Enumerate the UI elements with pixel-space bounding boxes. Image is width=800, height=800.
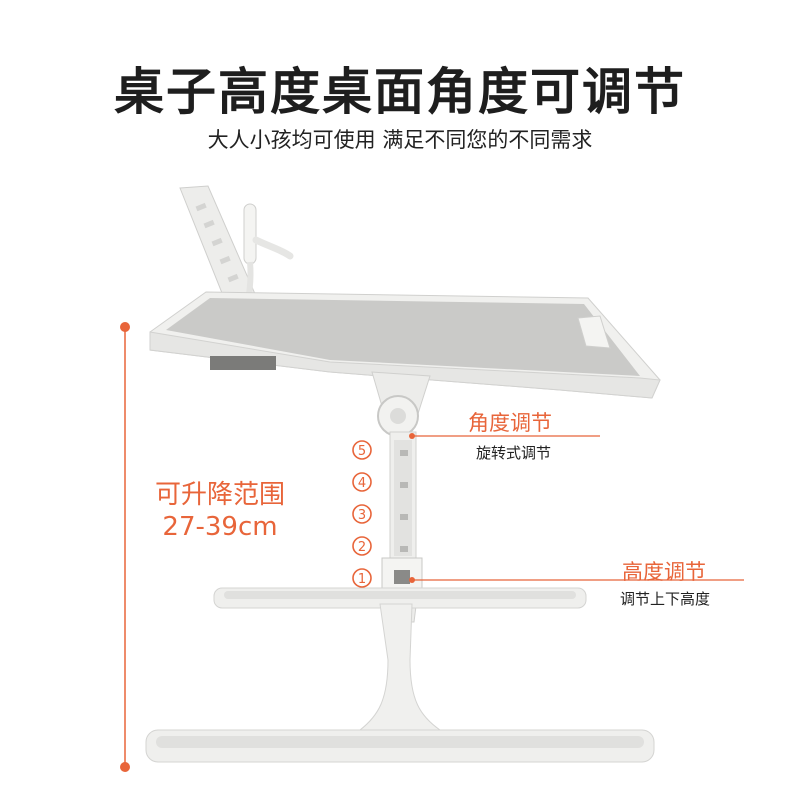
height-dimension-line bbox=[120, 322, 130, 772]
level-marker-1: 1 bbox=[352, 568, 372, 588]
svg-text:2: 2 bbox=[358, 540, 366, 555]
annotation-lines bbox=[409, 433, 744, 583]
svg-text:3: 3 bbox=[358, 508, 366, 523]
table-legs bbox=[145, 587, 655, 763]
angle-adjust-desc: 旋转式调节 bbox=[476, 444, 552, 462]
page-subtitle: 大人小孩均可使用 满足不同您的不同需求 bbox=[207, 128, 593, 152]
table-column bbox=[371, 371, 431, 623]
angle-adjust-title: 角度调节 bbox=[468, 411, 552, 435]
height-adjust-desc: 调节上下高度 bbox=[620, 590, 711, 608]
level-marker-4: 4 bbox=[352, 472, 372, 492]
lift-range-label: 可升降范围 bbox=[154, 480, 285, 510]
lift-range-value: 27-39cm bbox=[162, 512, 278, 542]
height-adjust-title: 高度调节 bbox=[622, 560, 706, 584]
page-title: 桌子高度桌面角度可调节 bbox=[114, 63, 686, 121]
level-marker-3: 3 bbox=[352, 504, 372, 524]
level-marker-5: 5 bbox=[352, 440, 372, 460]
level-marker-2: 2 bbox=[352, 536, 372, 556]
svg-text:1: 1 bbox=[358, 572, 366, 587]
table-top bbox=[149, 291, 661, 399]
height-level-markers: 5 4 3 2 1 bbox=[352, 440, 372, 588]
svg-text:4: 4 bbox=[358, 476, 366, 491]
svg-text:5: 5 bbox=[358, 444, 366, 459]
